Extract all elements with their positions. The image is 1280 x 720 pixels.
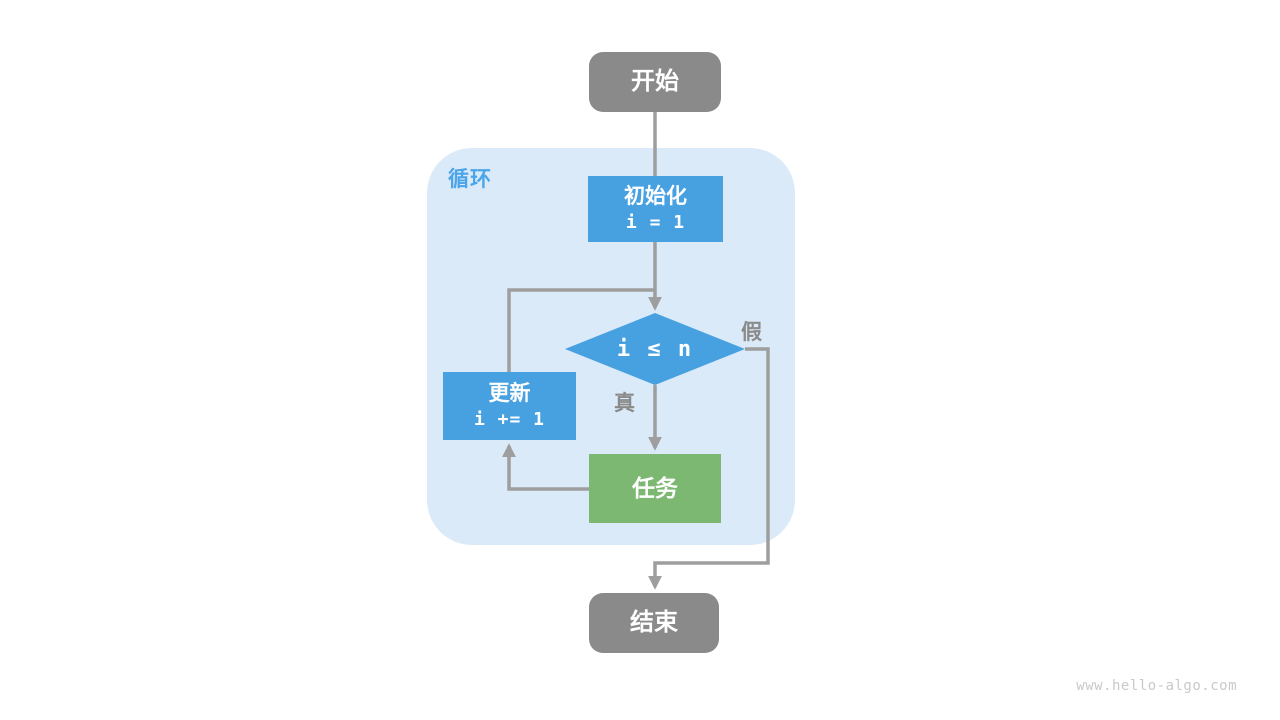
node-task-label: 任务 [632, 475, 678, 502]
node-initialize-code: i = 1 [625, 211, 686, 233]
edge-label-true: 真 [614, 392, 635, 415]
node-start: 开始 [589, 52, 721, 112]
edge-label-false: 假 [741, 321, 762, 344]
connector-condition-to-end [648, 347, 770, 590]
node-task: 任务 [589, 454, 721, 523]
node-end: 结束 [589, 593, 719, 653]
node-end-label: 结束 [630, 609, 678, 636]
node-update-code: i += 1 [473, 408, 546, 430]
watermark: www.hello-algo.com [1076, 678, 1237, 694]
node-update-title: 更新 [488, 381, 531, 405]
loop-container-label: 循环 [448, 168, 492, 191]
node-initialize-title: 初始化 [624, 184, 687, 208]
node-condition-label: i ≤ n [616, 336, 694, 362]
node-update: 更新 i += 1 [443, 372, 576, 440]
connector-update-to-junction [507, 288, 656, 372]
connector-task-to-update [502, 443, 589, 491]
node-condition: i ≤ n [565, 313, 745, 385]
node-initialize: 初始化 i = 1 [588, 176, 723, 242]
node-start-label: 开始 [631, 68, 679, 95]
